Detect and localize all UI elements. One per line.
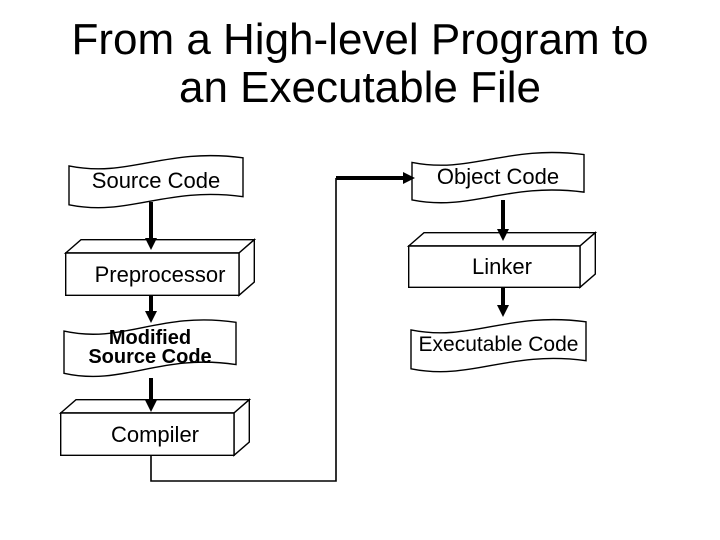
- node-label: Modified Source Code: [88, 326, 212, 368]
- node-label: Preprocessor: [94, 261, 226, 287]
- slide-title: From a High-level Program to an Executab…: [0, 16, 720, 112]
- node-object-code: Object Code: [411, 149, 585, 205]
- node-source-code: Source Code: [68, 152, 244, 210]
- node-modified-source-code: Modified Source Code: [63, 316, 237, 379]
- slide-title-line1: From a High-level Program to: [71, 15, 649, 64]
- node-compiler: Compiler: [58, 398, 252, 457]
- node-label: Object Code: [436, 164, 560, 189]
- node-label: Executable Code: [418, 333, 579, 356]
- slide-title-line2: an Executable File: [179, 63, 541, 112]
- wave-document-shape: [411, 151, 585, 204]
- node-linker: Linker: [406, 231, 598, 289]
- wave-document-shape: [410, 318, 587, 373]
- node-preprocessor: Preprocessor: [63, 238, 257, 297]
- node-label: Linker: [472, 254, 532, 279]
- node-executable-code: Executable Code: [410, 316, 587, 374]
- node-label: Source Code: [91, 168, 221, 193]
- node-label: Compiler: [110, 421, 200, 447]
